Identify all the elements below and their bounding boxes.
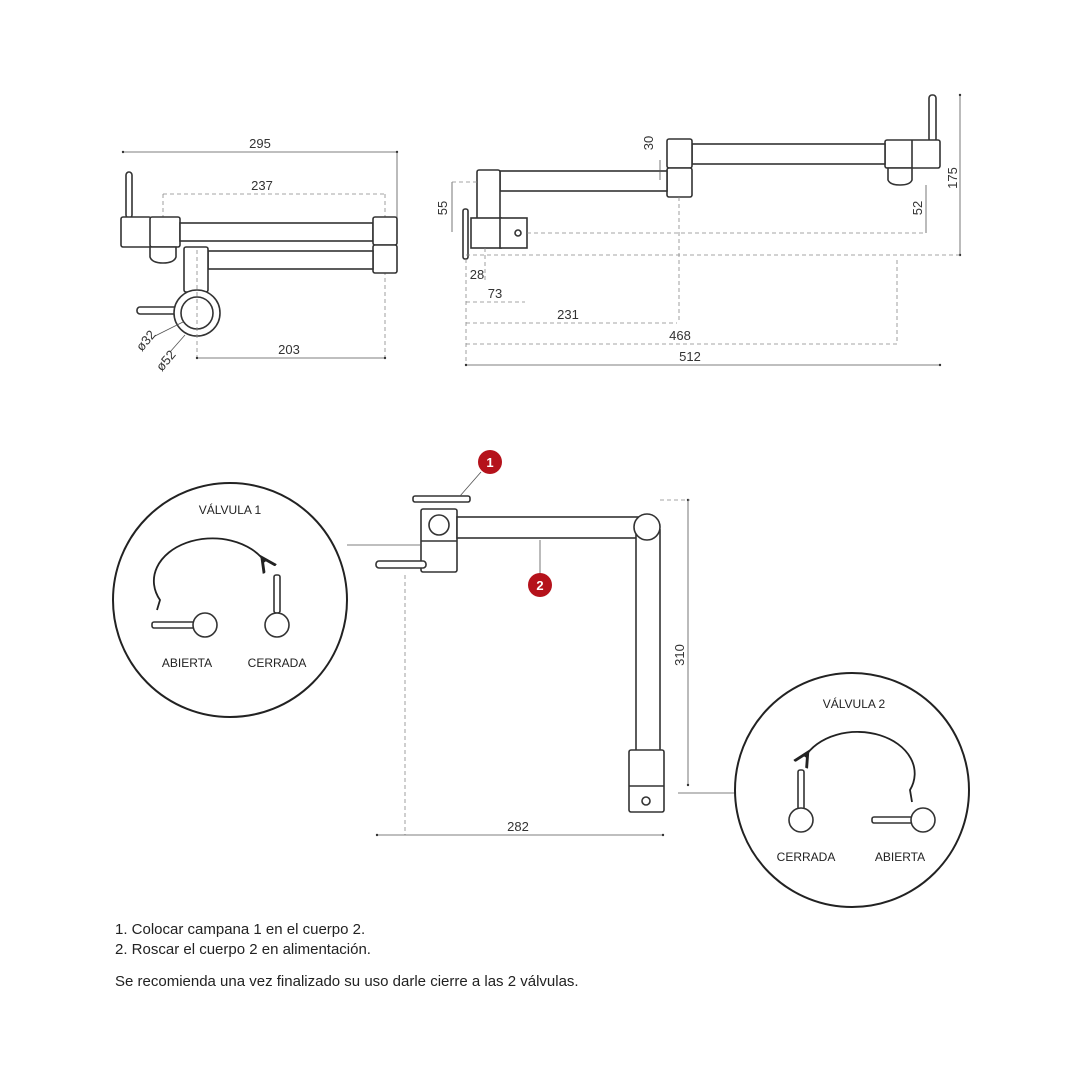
dim-55: 55 — [435, 201, 450, 215]
recommendation-text: Se recomienda una vez finalizado su uso … — [115, 973, 579, 990]
dim-d32: ø32 — [133, 327, 159, 354]
marker-2 — [528, 573, 552, 597]
aerator — [149, 246, 177, 264]
dim-175: 175 — [945, 167, 960, 189]
instructions: 1. Colocar campana 1 en el cuerpo 2. 2. … — [115, 920, 579, 992]
dim-203: 203 — [278, 342, 300, 357]
valve-2-title: VÁLVULA 2 — [823, 696, 886, 711]
marker-2-label: 2 — [536, 578, 543, 593]
dim-512: 512 — [679, 349, 701, 364]
top-view-faucet: 295 237 203 ø32 ø52 — [120, 136, 399, 374]
instruction-step-1: 1. Colocar campana 1 en el cuerpo 2. — [115, 921, 366, 938]
dim-468: 468 — [669, 328, 691, 343]
valve-1-detail: VÁLVULA 1 ABIERTA CERRADA — [112, 482, 348, 718]
dim-30: 30 — [641, 136, 656, 150]
valve-1-open-label: ABIERTA — [162, 656, 212, 670]
valve-1-closed-label: CERRADA — [248, 656, 307, 670]
dim-310: 310 — [672, 644, 687, 666]
instruction-step-2: 2. Roscar el cuerpo 2 en alimentación. — [115, 941, 371, 958]
dim-282: 282 — [507, 819, 529, 834]
dim-73: 73 — [488, 286, 502, 301]
valve-1-title: VÁLVULA 1 — [199, 502, 262, 517]
dim-237: 237 — [251, 178, 273, 193]
dim-52: 52 — [910, 201, 925, 215]
marker-1-label: 1 — [486, 455, 493, 470]
dim-295: 295 — [249, 136, 271, 151]
rotation-arrow-icon — [152, 537, 265, 611]
valve-2-open-label: ABIERTA — [875, 850, 925, 864]
valve-2-detail: VÁLVULA 2 CERRADA ABIERTA — [734, 672, 970, 908]
bell-cover — [412, 495, 471, 503]
dim-231: 231 — [557, 307, 579, 322]
valve-2-closed-label: CERRADA — [777, 850, 836, 864]
side-view-faucet: 175 52 55 30 28 73 231 468 512 — [435, 93, 962, 367]
handle — [125, 171, 133, 219]
dim-28: 28 — [470, 267, 484, 282]
marker-1 — [478, 450, 502, 474]
dim-d52: ø52 — [153, 347, 179, 374]
installation-view: 1 2 310 282 — [347, 450, 735, 837]
rotation-arrow-icon — [805, 731, 916, 803]
